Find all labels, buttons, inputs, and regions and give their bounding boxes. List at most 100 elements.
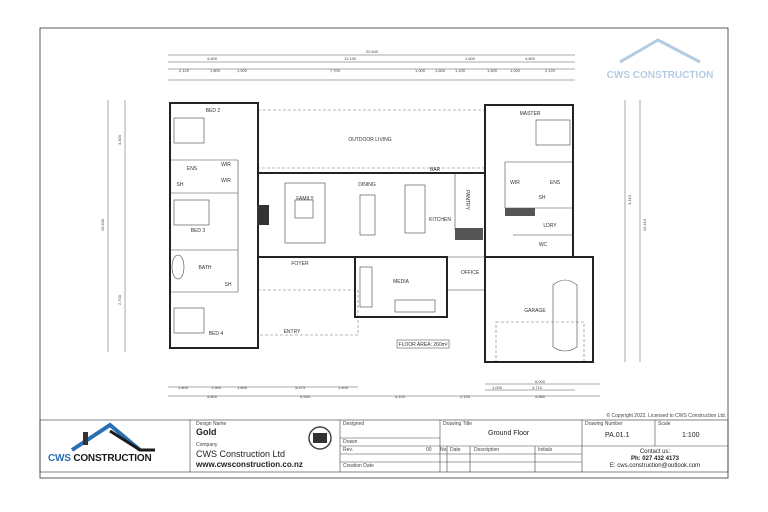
room-sh: SH [539,195,546,201]
room-sh: SH [177,182,184,188]
entry-porch [257,289,359,336]
dim-text: 1,100 [455,68,466,73]
scale-value: 1:100 [682,432,700,439]
dim-text: 2,130 [460,394,471,399]
rev-value: 00 [426,447,432,453]
room-ens: ENS [550,180,561,186]
dim-text: 3,473 [295,385,306,390]
bottom-dimensions: 1,800 1,900 1,800 3,473 1,400 4,800 5,55… [168,379,600,399]
room-sh: SH [225,282,232,288]
dim-text: 1,800 [210,68,221,73]
room-dining: DINING [358,182,376,188]
dim-overall: 22,840 [366,49,379,54]
dim-text: 11,130 [344,56,357,61]
design-name: Gold [196,427,217,437]
floor-area-box [396,339,450,349]
room-wir: WIR [510,180,520,186]
room-wir: WIR [221,162,231,168]
floor-area: FLOOR AREA: 260m² [399,342,448,348]
email-link[interactable]: E: cws.construction@outlook.com [609,463,701,469]
dim-text: 4,800 [207,394,218,399]
dim-text: 4,800 [207,56,218,61]
website-link[interactable]: www.cwsconstruction.co.nz [196,460,303,469]
initials-label: Initials [538,447,553,453]
dim-text: 1,600 [435,68,446,73]
room-garage: GARAGE [524,308,546,314]
cws-logo [70,422,155,452]
room-fire: FIRE [260,210,266,222]
dim-text: 5,550 [300,394,311,399]
room-bath: BATH [199,265,212,271]
design-name-label: Design Name [196,421,227,427]
dim-text: 3,110 [627,194,632,204]
no-label: No. [440,447,448,453]
room-family: FAMILY [296,196,314,202]
room-outdoor-living: OUTDOOR LIVING [348,137,391,143]
garage-door-area [495,321,585,363]
room-laundry: LDRY [543,223,557,229]
dim-text: 1,500 [487,68,498,73]
top-dimensions: 22,840 4,800 11,130 1,600 4,800 2,120 1,… [168,49,575,81]
room-ens: ENS [187,166,198,172]
dim-text: 5,100 [395,394,406,399]
title-block-grid [39,419,729,473]
dim-text: 1,000 [415,68,426,73]
dim-text: 4,880 [535,394,546,399]
dim-text: 1,000 [492,385,503,390]
phone: Ph: 027 432 4173 [630,456,680,462]
side-dimensions: 15,500 3,300 2,700 15,410 3,110 [100,100,647,362]
contact-label: Contact us: [639,449,671,455]
dim-text: 3,300 [117,134,122,145]
room-entry: ENTRY [284,329,302,335]
room-bed4: BED 4 [209,331,224,337]
dim-text: 2,120 [179,68,190,73]
dim-text: 1,600 [465,56,476,61]
contact-info: Contact us: Ph: 027 432 4173 E: cws.cons… [582,449,728,470]
room-office: OFFICE [461,270,480,276]
room-kitchen: KITCHEN [429,217,451,223]
company-label: Company [196,442,218,448]
dim-text: 3,710 [532,385,543,390]
designed-label: Designed [343,421,365,427]
room-wr: W/R [221,178,231,184]
dim-text: 6,000 [535,379,546,384]
description-label: Description [474,447,500,453]
dim-text: 1,800 [237,385,248,390]
drawing-title-label: Drawing Title [443,421,472,427]
copyright: © Copyright 2022. Licensed to CWS Constr… [606,413,726,419]
walls [169,102,594,363]
rev-label: Rev. [343,447,353,453]
watermark-logo: CWS CONSTRUCTION [607,38,714,81]
room-media: MEDIA [393,279,410,285]
dim-text: 1,000 [510,68,521,73]
room-foyer: FOYER [291,261,309,267]
room-labels: BED 2 ENS WIR W/R SH BED 3 BATH SH BED 4… [177,108,561,337]
date-label: Date [450,447,461,453]
company-name: CWS Construction Ltd [196,449,286,459]
room-bed2: BED 2 [206,108,221,114]
room-bed3: BED 3 [191,228,206,234]
dim-text: 15,500 [100,218,105,231]
scale-label: Scale [658,421,671,427]
room-bar: BAR [430,167,441,173]
logo-text: CWS CONSTRUCTION [48,453,152,464]
dim-text: 15,410 [642,218,647,231]
dim-text: 7,700 [330,68,341,73]
watermark-logo-text: CWS CONSTRUCTION [607,70,714,81]
dim-text: 2,700 [117,294,122,305]
room-pantry: PANTRY [464,190,470,210]
creation-date-label: Creation Date [343,463,374,469]
dim-text: 4,800 [525,56,536,61]
sheet-border [39,27,729,479]
furniture [171,117,578,352]
room-master: MASTER [520,111,541,117]
dim-text: 1,800 [178,385,189,390]
drawn-label: Drawn [343,439,358,445]
drawing-number-label: Drawing Number [585,421,623,427]
dim-text: 2,120 [545,68,556,73]
drawing-number: PA.01.1 [605,432,630,439]
dim-text: 1,400 [338,385,349,390]
dim-text: 1,900 [211,385,222,390]
dim-text: 1,000 [237,68,248,73]
